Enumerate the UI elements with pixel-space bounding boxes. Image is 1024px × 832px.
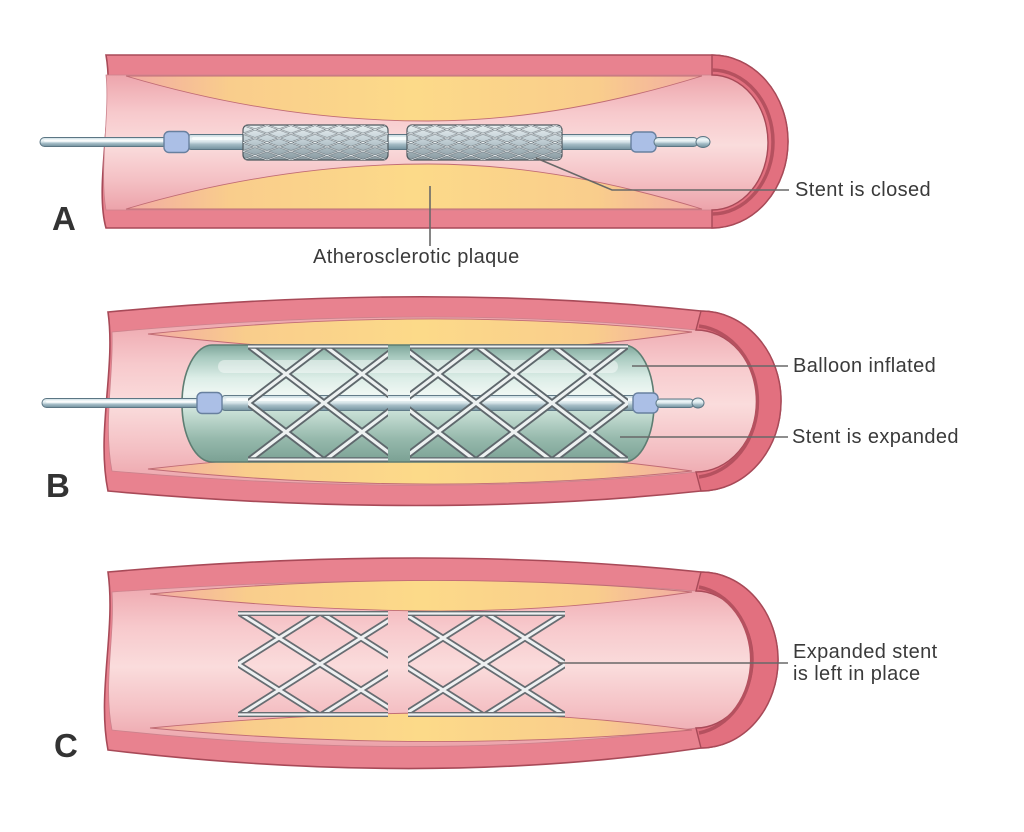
label-expanded-stent-line1: Expanded stent <box>793 641 938 663</box>
plaque-bottom <box>125 163 703 210</box>
panel-a: Stent is closed Atherosclerotic plaque A <box>39 54 931 268</box>
guidewire <box>41 398 203 408</box>
label-stent-closed: Stent is closed <box>795 179 931 201</box>
artery-end-cap-rim <box>698 324 760 479</box>
guidewire-highlight <box>46 400 198 403</box>
plaque-top <box>125 75 703 122</box>
marker-band-right <box>630 131 657 153</box>
catheter-tip-knob <box>691 397 705 409</box>
artery-end-cap <box>711 54 789 229</box>
marker-band-left <box>163 130 190 154</box>
closed-stent-mesh <box>407 125 562 160</box>
closed-stent-mesh <box>243 125 388 160</box>
stent-mesh-segment <box>410 345 628 461</box>
catheter-tip <box>655 398 695 408</box>
plaque-top-compressed <box>149 580 693 612</box>
panel-c: Expanded stent is left in place C <box>54 557 938 770</box>
stent-mesh-segment <box>408 612 565 716</box>
catheter-tip <box>653 137 699 147</box>
marker-band-left <box>196 391 223 415</box>
artery-end-cap-rim <box>698 585 754 735</box>
panel-letter-a: A <box>52 200 76 237</box>
expanded-stent <box>248 344 628 462</box>
catheter <box>39 124 711 161</box>
artery-end-cap-rim <box>711 68 775 216</box>
label-atherosclerotic-plaque: Atherosclerotic plaque <box>313 246 520 268</box>
panel-letter-b: B <box>46 467 70 504</box>
stent-rails-core <box>248 345 628 461</box>
panel-letter-c: C <box>54 727 78 764</box>
guidewire <box>39 137 171 147</box>
leader-line-stent-closed <box>535 157 789 191</box>
panel-b: Balloon inflated Stent is expanded B <box>41 295 959 507</box>
stent-mesh-segment <box>238 612 388 716</box>
label-stent-expanded: Stent is expanded <box>792 426 959 448</box>
stent-rails-core <box>238 612 565 716</box>
catheter-tip-knob <box>695 136 711 148</box>
expanded-stent <box>238 611 565 717</box>
label-balloon-inflated: Balloon inflated <box>793 355 936 377</box>
stent-mesh-segment <box>248 345 388 461</box>
guidewire-highlight <box>44 139 166 142</box>
marker-band-right <box>632 392 659 414</box>
label-expanded-stent-line2: is left in place <box>793 663 921 685</box>
